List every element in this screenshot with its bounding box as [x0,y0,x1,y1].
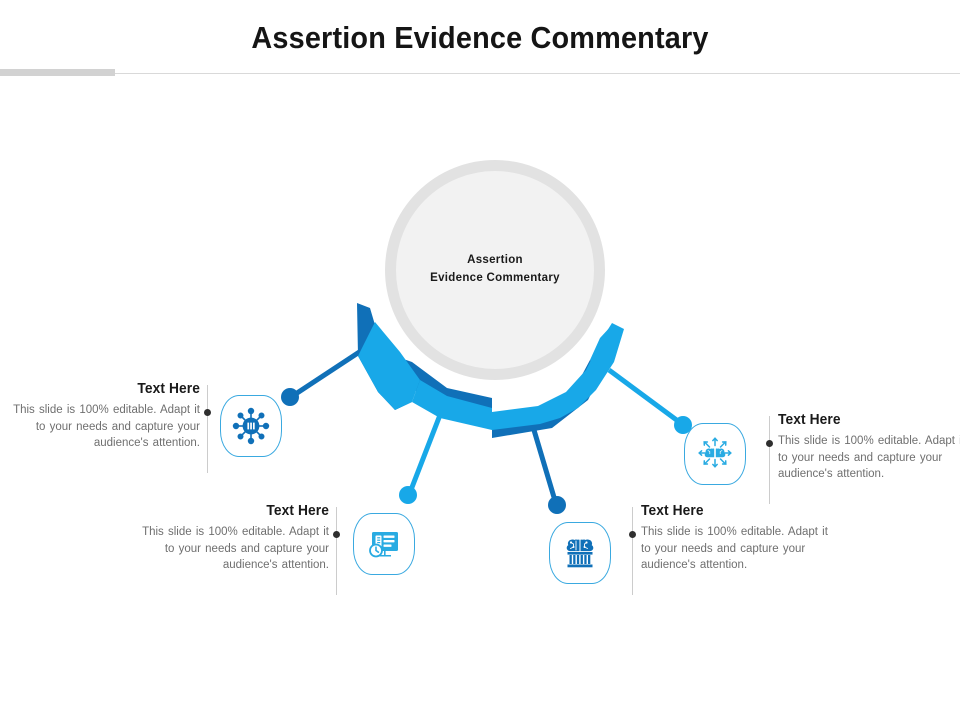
connector-line-3 [528,419,566,514]
center-hub-label: Assertion Evidence Commentary [430,254,560,284]
presentation-checklist-icon [364,524,404,564]
node-bullet-2 [333,531,340,538]
icon-tile-3[interactable] [549,522,611,584]
node-text-block-3: Text Here This slide is 100% editable. A… [625,503,831,595]
connector-line-4 [607,367,692,434]
network-hub-icon [231,406,271,446]
icon-tile-1[interactable] [220,395,282,457]
node-heading-1: Text Here [137,381,200,397]
node-body-4: This slide is 100% editable. Adapt it to… [778,435,960,481]
node-divider-3 [632,507,633,595]
node-body-3: This slide is 100% editable. Adapt it to… [641,526,828,572]
node-text-block-1: Text Here This slide is 100% editable. A… [10,381,214,473]
icon-tile-4[interactable] [684,423,746,485]
node-heading-3: Text Here [641,503,704,519]
node-heading-2: Text Here [266,503,329,519]
connector-line-2 [399,414,443,504]
page-title: Assertion Evidence Commentary [251,20,709,55]
node-bullet-1 [204,409,211,416]
header-accent-bar [0,69,115,76]
node-body-1: This slide is 100% editable. Adapt it to… [13,404,200,450]
icon-tile-2[interactable] [353,513,415,575]
node-divider-2 [336,507,337,595]
node-bullet-3 [629,531,636,538]
node-divider-1 [207,385,208,473]
node-body-2: This slide is 100% editable. Adapt it to… [142,526,329,572]
header-divider [0,73,960,74]
brain-institution-icon [560,533,600,573]
center-hub: Assertion Evidence Commentary [385,160,605,380]
node-text-block-2: Text Here This slide is 100% editable. A… [139,503,343,595]
node-bullet-4 [766,440,773,447]
node-text-block-4: Text Here This slide is 100% editable. A… [762,412,960,504]
node-divider-4 [769,416,770,504]
connector-line-1 [281,342,372,406]
brain-arrows-icon [694,433,736,475]
node-heading-4: Text Here [778,412,841,428]
